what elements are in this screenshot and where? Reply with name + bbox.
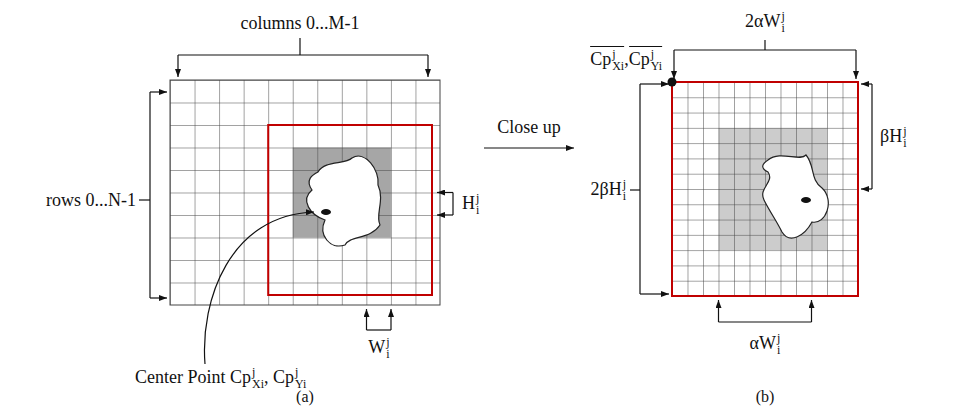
superscript: j [782,10,785,22]
axis-label: columns 0...M-1 [241,12,360,34]
point-label: Center Point CpjXi, CpjYi [135,366,306,390]
subscript: i [782,22,785,34]
dimension-label: 2βHji [590,178,626,202]
index-stack: jYi [651,48,662,72]
grid-ground [672,82,858,296]
subscript: Yi [651,60,662,72]
index-stack: jYi [295,366,306,390]
grid-ground [170,80,440,305]
point-label: CpjXi,CpjYi [590,46,662,72]
leader-line [204,212,314,364]
superscript: j [612,48,624,60]
superscript: j [252,366,264,378]
index-stack: ji [476,192,479,216]
dimension-label: αWji [750,332,781,356]
center-dot [801,197,811,203]
subscript: i [476,204,479,216]
superscript: j [651,48,662,60]
overline-group: CpjXi [590,46,624,72]
label-text: H [462,193,475,213]
index-stack: jXi [252,366,264,390]
label-text: W [368,337,385,357]
superscript: j [777,332,780,344]
panel-caption: (b) [756,386,775,408]
label-text: αW [750,333,776,353]
label-text: Cp [629,49,650,69]
label-text: , Cp [264,367,294,387]
origin-dot [668,78,677,87]
pixel-grid [170,80,440,305]
subscript: i [623,190,626,202]
arrow-label: Close up [497,116,561,138]
overline-group: CpjYi [629,46,662,72]
object-blob [763,155,829,238]
index-stack: ji [903,125,906,149]
label-text: 2βH [590,179,621,199]
subscript: i [903,137,906,149]
superscript: j [386,336,389,348]
subscript: Xi [612,60,624,72]
label-text: columns 0...M-1 [241,13,360,33]
label-text: βH [880,126,902,146]
roi-box [268,125,432,295]
axis-label: rows 0...N-1 [46,189,136,211]
superscript: j [903,125,906,137]
index-stack: jXi [612,48,624,72]
dimension-label: 2αWji [745,10,785,34]
subscript: i [777,344,780,356]
label-text: Close up [497,117,561,137]
superscript: j [476,192,479,204]
dimension-label: Wji [368,336,389,360]
index-stack: ji [777,332,780,356]
subscript: i [386,348,389,360]
label-text: rows 0...N-1 [46,190,136,210]
dimension-brackets [139,38,872,330]
object-blob [307,156,381,246]
dimension-label: βHji [880,125,907,149]
index-stack: ji [623,178,626,202]
index-stack: ji [782,10,785,34]
pixel-grid [672,82,858,296]
label-text: Cp [590,49,611,69]
label-text: (a) [296,388,314,405]
label-text: (b) [756,388,775,405]
dimension-label: Hji [462,192,479,216]
superscript: j [295,366,306,378]
roi-box [672,82,858,296]
label-text: Center Point Cp [135,367,251,387]
label-text: 2αW [745,11,780,31]
index-stack: ji [386,336,389,360]
superscript: j [623,178,626,190]
subscript: Xi [252,378,264,390]
panel-caption: (a) [296,386,314,408]
center-dot [321,209,331,215]
